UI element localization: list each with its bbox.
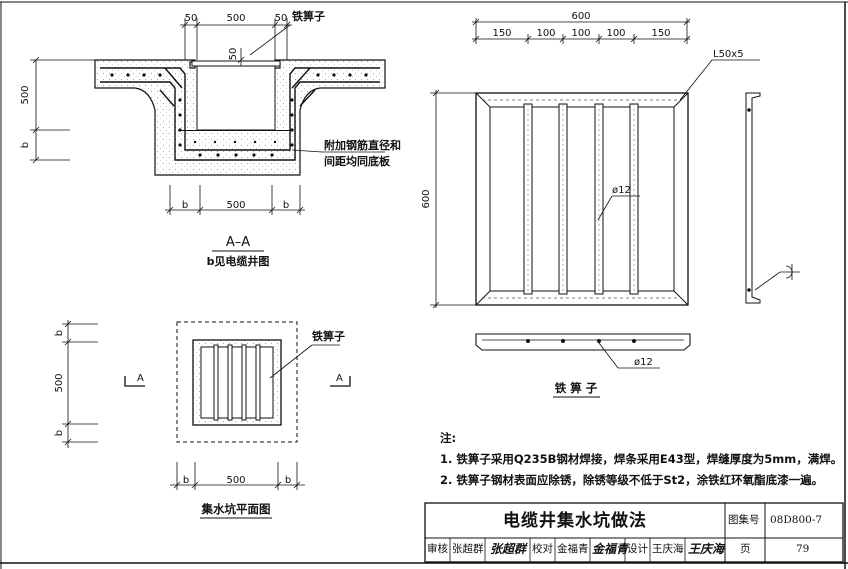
grate-detail-view: 600 150 100 100 100 150 bbox=[421, 11, 800, 398]
dim-bottom-b2: b bbox=[283, 200, 289, 211]
reviewer-signature: 张超群 bbox=[490, 542, 527, 556]
plan-dim-bottom-b1: b bbox=[183, 475, 189, 486]
grate-dim-150-right: 150 bbox=[651, 28, 670, 39]
plan-view: 铁箅子 A A b 500 b b 500 bbox=[54, 320, 351, 519]
dim-50-vertical: 50 bbox=[228, 48, 239, 61]
plan-dim-left-500: 500 bbox=[54, 373, 65, 392]
plan-dim-left-b1: b bbox=[54, 330, 65, 336]
dim-left-b: b bbox=[20, 142, 31, 148]
callout-grate-plan: 铁箅子 bbox=[312, 329, 345, 343]
checker-name: 金福青 bbox=[557, 543, 589, 555]
plan-dim-bottom-b2: b bbox=[285, 475, 291, 486]
dim-bottom-b1: b bbox=[182, 200, 188, 211]
callout-rebar-line1: 附加钢筋直径和 bbox=[324, 138, 401, 152]
grate-in-section bbox=[191, 60, 281, 67]
plan-grate-bars bbox=[213, 344, 261, 421]
plan-dim-bottom-500: 500 bbox=[226, 475, 245, 486]
note-item-1: 1. 铁箅子采用Q235B钢材焊接，焊条采用E43型，焊缝厚度为5mm，满焊。 bbox=[440, 452, 843, 466]
design-label: 设计 bbox=[627, 543, 648, 555]
title-block-frame bbox=[424, 502, 844, 563]
plan-dim-left-b2: b bbox=[54, 430, 65, 436]
dim-top-right: 50 bbox=[275, 13, 288, 24]
grate-bar-label: ø12 bbox=[612, 185, 631, 196]
note-item-2: 2. 铁箅子钢材表面应除锈，除锈等级不低于St2，涂铁红环氧酯底漆一遍。 bbox=[440, 473, 824, 487]
review-label: 审核 bbox=[427, 543, 448, 555]
section-mark-right: A bbox=[336, 373, 343, 384]
grate-dim-100-a: 100 bbox=[536, 28, 555, 39]
page-number: 79 bbox=[796, 543, 810, 555]
dim-bottom-500: 500 bbox=[226, 200, 245, 211]
grate-angle-label: L50x5 bbox=[713, 49, 744, 60]
grate-dim-overall-top: 600 bbox=[571, 11, 590, 22]
section-mark-left: A bbox=[137, 373, 144, 384]
section-aa-view: 50 500 50 50 铁箅子 500 b 附加钢筋直径和 间距均同底板 bbox=[20, 9, 401, 268]
callout-rebar-line2: 间距均同底板 bbox=[324, 154, 391, 168]
pit-void bbox=[196, 65, 276, 131]
section-aa-title: A–A bbox=[226, 235, 250, 250]
dim-left-500: 500 bbox=[20, 85, 31, 104]
reviewer-name: 张超群 bbox=[452, 543, 484, 555]
section-aa-subtitle: b见电缆井图 bbox=[207, 254, 270, 268]
check-label: 校对 bbox=[532, 543, 553, 555]
atlas-label: 图集号 bbox=[728, 514, 760, 526]
atlas-number: 08D800-7 bbox=[770, 514, 823, 526]
notes-block: 注: 1. 铁箅子采用Q235B钢材焊接，焊条采用E43型，焊缝厚度为5mm，满… bbox=[440, 428, 843, 491]
page-label: 页 bbox=[740, 543, 751, 555]
dim-top-mid: 500 bbox=[226, 13, 245, 24]
grate-bottom-bar-label: ø12 bbox=[634, 357, 653, 368]
grate-title: 铁 箅 子 bbox=[555, 381, 598, 395]
callout-grate-aa: 铁箅子 bbox=[292, 9, 325, 23]
plan-title: 集水坑平面图 bbox=[201, 502, 271, 516]
grate-dim-100-c: 100 bbox=[606, 28, 625, 39]
grate-dim-left: 600 bbox=[421, 189, 432, 208]
designer-signature: 王庆海 bbox=[688, 542, 725, 556]
grate-bottom-section: ø12 bbox=[475, 333, 691, 369]
dim-top-left: 50 bbox=[185, 13, 198, 24]
notes-heading: 注: bbox=[440, 431, 457, 445]
plan-outer-dashed bbox=[176, 321, 298, 443]
grate-dim-100-b: 100 bbox=[571, 28, 590, 39]
rebar-dots bbox=[110, 73, 368, 157]
designer-name: 王庆海 bbox=[652, 543, 684, 555]
drawing-title: 电缆井集水坑做法 bbox=[503, 511, 647, 531]
grate-side-profile bbox=[745, 92, 761, 304]
grate-dim-150-left: 150 bbox=[492, 28, 511, 39]
rebar bbox=[100, 67, 380, 161]
checker-signature: 金福青 bbox=[592, 542, 629, 556]
grate-frame-inner bbox=[489, 106, 675, 292]
